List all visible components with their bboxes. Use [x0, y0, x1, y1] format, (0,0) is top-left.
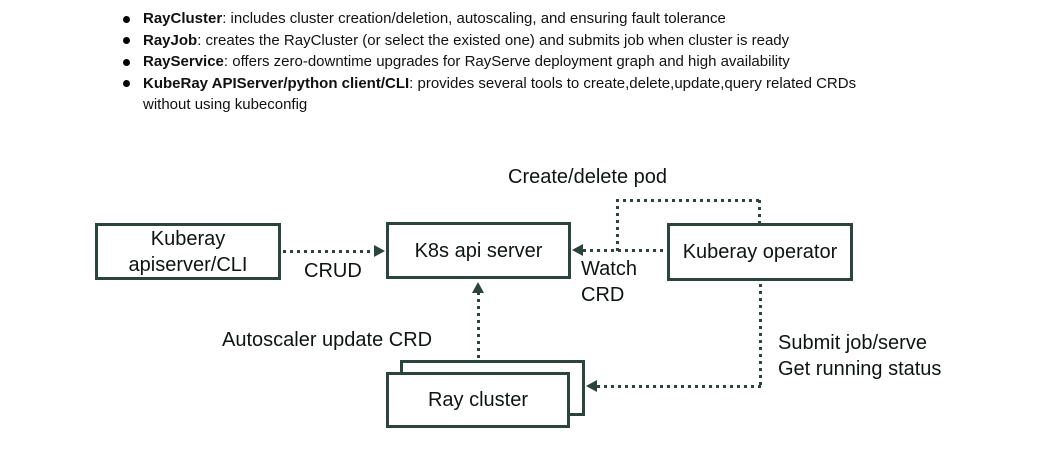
bullet-icon [123, 80, 130, 87]
bullet-icon [123, 58, 130, 66]
node-kuberay-apiserver-cli: Kuberay apiserver/CLI [95, 223, 281, 280]
bullet-term: RayJob [143, 31, 198, 49]
node-k8s-api-server: K8s api server [386, 222, 571, 279]
crud-arrow-line [283, 250, 376, 253]
edge-label-create-delete-pod: Create/delete pod [508, 166, 668, 188]
watch-crd-arrowhead-icon [572, 244, 583, 256]
node-ray-cluster: Ray cluster [386, 372, 570, 428]
bullet-term: RayCluster [143, 10, 223, 27]
feature-bullet-list: RayCluster: includes cluster creation/de… [122, 8, 882, 116]
bullet-raycluster: RayCluster: includes cluster creation/de… [122, 8, 882, 30]
node-label: Kuberay operator [682, 241, 838, 263]
edge-label-watch-crd: Watch CRD [581, 258, 637, 306]
crud-arrowhead-icon [374, 245, 385, 257]
autoscaler-arrow-line [477, 292, 480, 360]
node-label: K8s api server [414, 239, 543, 262]
submit-job-line-segment [759, 284, 762, 387]
node-label: Kuberay apiserver/CLI [128, 227, 248, 276]
bullet-rayservice: RayService: offers zero-downtime upgrade… [122, 51, 882, 73]
bullet-rayjob: RayJob: creates the RayCluster (or selec… [122, 30, 882, 52]
create-delete-pod-line-segment [616, 199, 619, 252]
edge-label-autoscaler-update-crd: Autoscaler update CRD [222, 329, 433, 351]
submit-job-arrowhead-icon [586, 380, 597, 392]
submit-job-line-segment [597, 385, 762, 388]
bullet-icon [123, 37, 130, 44]
create-delete-pod-line-segment [758, 200, 761, 224]
node-label: Ray cluster [427, 389, 529, 411]
autoscaler-arrowhead-icon [472, 282, 484, 293]
bullet-term: KubeRay APIServer/python client/CLI [143, 74, 410, 92]
bullet-kuberay-apiserver: KubeRay APIServer/python client/CLI: pro… [122, 73, 882, 116]
bullet-term: RayService [143, 53, 224, 70]
edge-label-crud: CRUD [304, 260, 362, 282]
node-kuberay-operator: Kuberay operator [667, 223, 853, 281]
edge-label-submit-job-line2: Get running status [778, 358, 942, 380]
edge-label-submit-job: Submit job/serve Get running status [778, 330, 941, 382]
bullet-text: : offers zero-downtime upgrades for RayS… [223, 53, 790, 70]
bullet-icon [123, 15, 130, 23]
edge-label-submit-job-line1: Submit job/serve [778, 332, 927, 354]
bullet-text: : includes cluster creation/deletion, au… [222, 10, 726, 27]
bullet-text: : provides several tools to create,delet… [143, 74, 857, 114]
bullet-text: : creates the RayCluster (or select the … [197, 31, 790, 49]
create-delete-pod-line-segment [616, 199, 761, 202]
watch-crd-arrow-line [583, 249, 667, 252]
